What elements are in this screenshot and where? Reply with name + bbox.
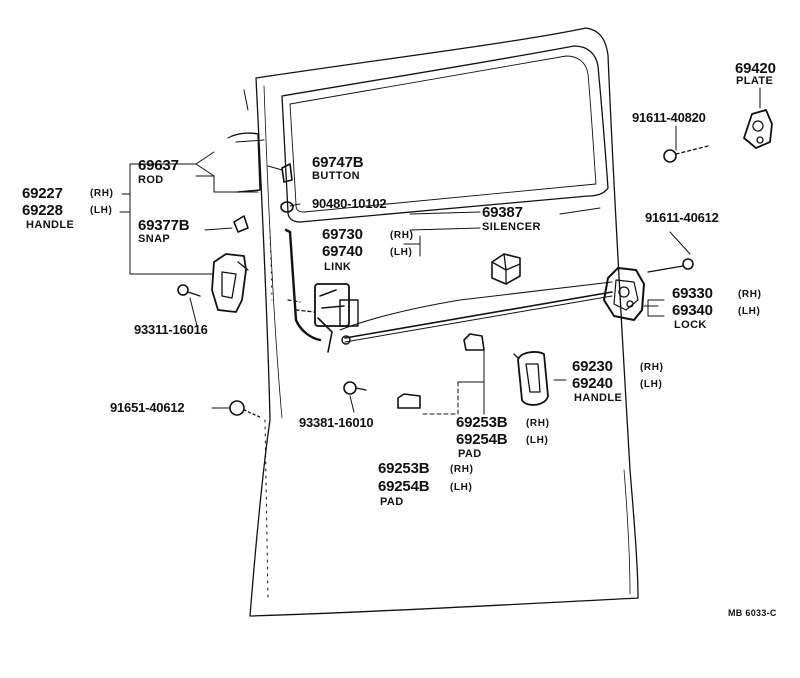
label-69254b-lower: 69254B — [378, 478, 430, 495]
label-lh-69228: (LH) — [90, 205, 113, 216]
pad-lower — [397, 393, 421, 409]
screw-91611-40820 — [663, 145, 709, 163]
label-91611-40612: 91611-40612 — [645, 210, 719, 225]
label-rh-69253b-upper: (RH) — [526, 418, 550, 429]
label-lh-69254b-lower: (LH) — [450, 482, 473, 493]
label-lh-69740: (LH) — [390, 247, 413, 258]
label-91611-40820: 91611-40820 — [632, 110, 706, 125]
label-plate: PLATE — [736, 75, 774, 87]
label-69420: 69420 — [735, 60, 776, 77]
label-lh-69240: (LH) — [640, 379, 663, 390]
pad-upper — [463, 333, 485, 351]
label-lock: LOCK — [674, 319, 707, 331]
label-69253b-lower: 69253B — [378, 460, 430, 477]
screw-91651 — [229, 400, 263, 419]
leader-lines — [119, 87, 761, 415]
grommet-90480 — [280, 201, 294, 213]
label-93381-16010: 93381-16010 — [299, 415, 374, 430]
screw-93311 — [177, 284, 201, 297]
door-latch-link — [287, 283, 359, 353]
label-pad-upper: PAD — [458, 448, 482, 460]
screw-93381 — [343, 381, 367, 395]
label-handle-right: HANDLE — [574, 392, 623, 404]
label-69240: 69240 — [572, 375, 613, 392]
door-lock-button — [281, 163, 293, 183]
label-93311-16016: 93311-16016 — [134, 322, 208, 337]
label-69227: 69227 — [22, 185, 63, 202]
label-rh-69227: (RH) — [90, 188, 114, 199]
screw-91611-40612 — [647, 258, 694, 273]
label-snap: SNAP — [138, 233, 171, 245]
label-link: LINK — [324, 261, 352, 273]
label-69253b-upper: 69253B — [456, 414, 508, 431]
label-69730: 69730 — [322, 226, 363, 243]
label-91651-40612: 91651-40612 — [110, 400, 185, 415]
label-silencer: SILENCER — [482, 221, 541, 233]
label-69254b-upper: 69254B — [456, 431, 508, 448]
label-rh-69730: (RH) — [390, 230, 414, 241]
label-rh-69330: (RH) — [738, 289, 762, 300]
label-handle-left: HANDLE — [26, 219, 75, 231]
label-69340: 69340 — [672, 302, 713, 319]
label-69330: 69330 — [672, 285, 713, 302]
striker-plate — [743, 109, 773, 149]
label-lh-69340: (LH) — [738, 306, 761, 317]
label-90480-10102: 90480-10102 — [312, 196, 387, 211]
door-lock-assembly — [603, 267, 645, 321]
lock-rod — [339, 281, 613, 343]
label-rh-69230: (RH) — [640, 362, 664, 373]
label-69387: 69387 — [482, 204, 523, 221]
label-lh-69254b-upper: (LH) — [526, 435, 549, 446]
reference-code: MB 6033-C — [728, 608, 777, 618]
label-69230: 69230 — [572, 358, 613, 375]
outside-handle-left — [211, 253, 249, 313]
label-69740: 69740 — [322, 243, 363, 260]
label-pad-lower: PAD — [380, 496, 404, 508]
label-69228: 69228 — [22, 202, 63, 219]
label-rod: ROD — [138, 174, 164, 186]
label-button: BUTTON — [312, 170, 361, 182]
label-rh-69253b-lower: (RH) — [450, 464, 474, 475]
label-69637: 69637 — [138, 157, 179, 174]
rod-snap — [233, 215, 249, 233]
label-69747b: 69747B — [312, 154, 364, 171]
outside-handle-right — [513, 351, 549, 406]
silencer-part — [491, 253, 521, 285]
label-69377b: 69377B — [138, 217, 190, 234]
door-panel — [243, 27, 639, 617]
inner-handle-rod — [227, 132, 322, 342]
